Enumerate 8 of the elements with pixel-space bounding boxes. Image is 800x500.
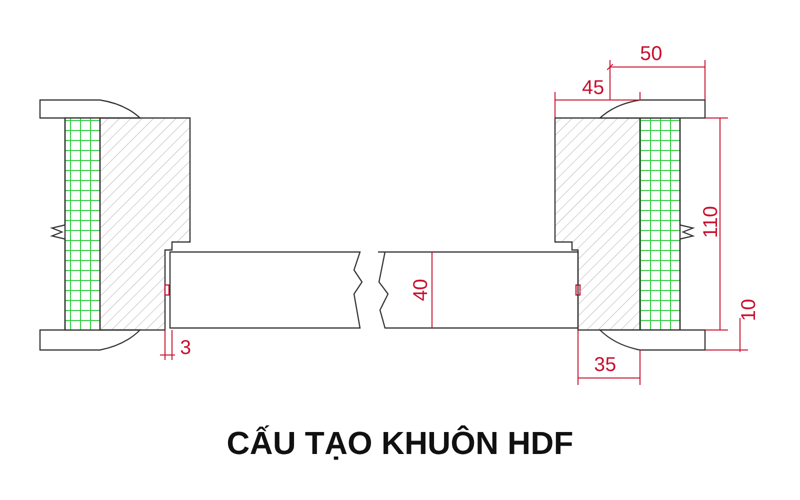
dimension-label: 110	[700, 206, 721, 238]
dimension-label: 50	[640, 44, 662, 64]
dimension-label: 10	[739, 298, 760, 322]
dimension-label: 40	[411, 278, 432, 302]
dimension-label: 3	[180, 338, 192, 358]
diagram-title: CẤU TẠO KHUÔN HDF	[226, 425, 574, 462]
dimension-label: 45	[582, 78, 604, 98]
dimension-label: 35	[594, 355, 616, 375]
